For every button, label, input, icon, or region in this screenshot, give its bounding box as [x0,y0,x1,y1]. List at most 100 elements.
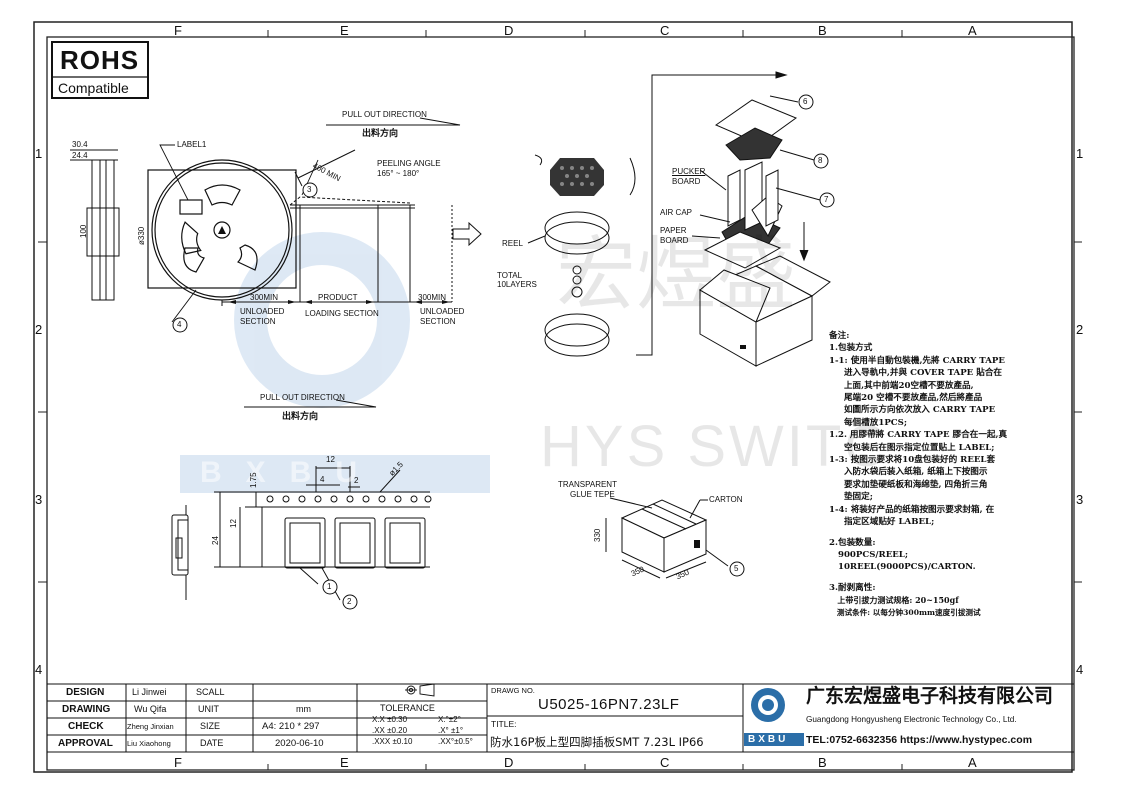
col-label-e-top: E [340,23,349,38]
paper-board-label-b: BOARD [660,236,689,245]
unloaded-right-a: UNLOADED [420,307,465,316]
pull-out-en-bottom: PULL OUT DIRECTION [260,393,345,402]
pull-out-cn-bottom: 出料方向 [282,411,319,421]
note-line: 尾端20 空槽不要放產品,然后將產品 [829,393,983,404]
note-line: 1.包装方式 [829,343,873,354]
row-label-2-left: 2 [35,322,43,337]
watermark-english: HYS SWITC [540,414,890,479]
col-label-a-top: A [968,23,977,38]
carton-label: CARTON [709,495,743,504]
dim-24-4: 24.4 [72,151,88,160]
note-line: 1.2. 用膠帶將 CARRY TAPE 膠合在一起,真 [829,430,1008,441]
drawg-no-label: DRAWG NO. [491,686,535,695]
date-value: 2020-06-10 [275,738,324,749]
scale-label: SCALL [196,687,225,697]
col-label-a-bottom: A [968,755,977,770]
reel-label: REEL [502,239,523,248]
label1-text: LABEL1 [177,140,207,149]
loading-section: LOADING SECTION [305,309,379,318]
tol-xx: X.X ±0.30 [372,715,408,724]
size-value: A4: 210 * 297 [262,721,320,732]
watermark-logo-text: BXBU [200,456,382,489]
note-line: 上带引拔力测试规格: 20~150gf [829,595,959,606]
note-line: 3.耐剥离性: [829,582,876,593]
company-name-cn: 广东宏煜盛电子科技有限公司 [806,685,1054,707]
col-label-e-bottom: E [340,755,349,770]
col-label-d-bottom: D [504,755,514,770]
callout-2: 2 [347,597,352,606]
note-line: 每個槽放1PCS; [829,417,907,428]
col-label-f-bottom: F [174,755,182,770]
note-line: 1-4: 将装好产品的纸箱按图示要求封箱, 在 [829,504,995,515]
check-label: CHECK [68,721,104,732]
note-line: 上面,其中前端20空槽不要放產品, [829,380,974,391]
note-line: 测试条件: 以每分钟300mm速度引拔测试 [829,607,981,617]
note-line: 备注: [829,331,850,341]
tolerance-label: TOLERANCE [380,703,435,713]
peeling-angle-label: PEELING ANGLE [377,159,441,168]
row-label-3-right: 3 [1076,492,1084,507]
row-label-1-right: 1 [1076,146,1084,161]
note-line: 1-1: 使用半自動包裝機,先將 CARRY TAPE [829,355,1005,366]
unit-value: mm [296,704,311,714]
air-cap-label: AIR CAP [660,208,693,217]
col-label-c-bottom: C [660,755,670,770]
note-line: 900PCS/REEL; [829,549,909,560]
dim-12-side: 12 [229,519,238,528]
company-contact: TEL:0752-6632356 https://www.hystypec.co… [806,734,1033,746]
callout-6: 6 [803,97,808,106]
seg-300min-right: 300MIN [418,293,447,302]
unloaded-left-b: SECTION [240,317,276,326]
drawing-title: 防水16P板上型四脚插板SMT 7.23L IP66 [490,735,704,749]
dim-2: 2 [354,476,359,485]
seg-product: PRODUCT [318,293,358,302]
note-line: 进入导軌中,并與 COVER TAPE 貼合在 [829,368,1003,379]
drawing-label: DRAWING [62,704,111,715]
glue-label-b: GLUE TEPE [570,490,615,499]
tol-x-deg-1: .X° ±1° [438,726,464,735]
approval-label: APPROVAL [58,738,113,749]
title-label: TITLE: [491,719,517,729]
rohs-title: ROHS [60,45,140,75]
paper-board-label-a: PAPER [660,226,687,235]
callout-4: 4 [177,320,182,329]
note-line: 1-3: 按图示要求将10盘包装好的 REEL套 [829,455,996,466]
dim-100: 100 [79,224,88,238]
seg-300min-left: 300MIN [250,293,279,302]
row-label-4-left: 4 [35,662,43,677]
callout-7: 7 [824,195,829,204]
note-line: 入防水袋后装入纸箱, 纸箱上下按图示 [829,467,988,478]
company-logo-text: BXBU [748,734,789,745]
note-line: 空包装后在图示指定位置贴上 LABEL; [829,442,995,453]
dim-1-75: 1.75 [249,472,258,488]
dim-24: 24 [211,536,220,545]
glue-label-a: TRANSPARENT [558,480,617,489]
row-label-4-right: 4 [1076,662,1084,677]
tol-xxx: .XX ±0.20 [372,726,408,735]
col-label-d-top: D [504,23,514,38]
unloaded-right-b: SECTION [420,317,456,326]
pull-out-en-top: PULL OUT DIRECTION [342,110,427,119]
drawg-no: U5025-16PN7.23LF [538,696,680,713]
row-label-1-left: 1 [35,146,43,161]
tol-xxxx: .XXX ±0.10 [372,737,413,746]
size-label: SIZE [200,721,221,731]
company-name-en: Guangdong Hongyusheng Electronic Technol… [806,715,1017,724]
rohs-subtitle: Compatible [58,80,129,96]
note-line: 10REEL(9000PCS)/CARTON. [829,562,976,573]
callout-8: 8 [818,156,823,165]
note-line: 2.包装数量: [829,537,876,548]
packaging-notes: 备注: 1.包装方式 1-1: 使用半自動包裝機,先將 CARRY TAPE 进… [829,330,1059,619]
check-name: Zheng Jinxian [127,722,174,731]
design-label: DESIGN [66,687,105,698]
tol-x-deg: X.°±2° [438,715,461,724]
dim-30-4: 30.4 [72,140,88,149]
watermark-chinese: 宏煜盛 [556,228,796,321]
dim-d330: ø330 [137,226,146,245]
col-label-b-bottom: B [818,755,827,770]
note-line: 如圖所示方向依次放入 CARRY TAPE [829,405,996,416]
unloaded-left-a: UNLOADED [240,307,285,316]
col-label-f-top: F [174,23,182,38]
callout-1: 1 [327,582,332,591]
note-line: 指定区域贴好 LABEL; [829,517,935,528]
